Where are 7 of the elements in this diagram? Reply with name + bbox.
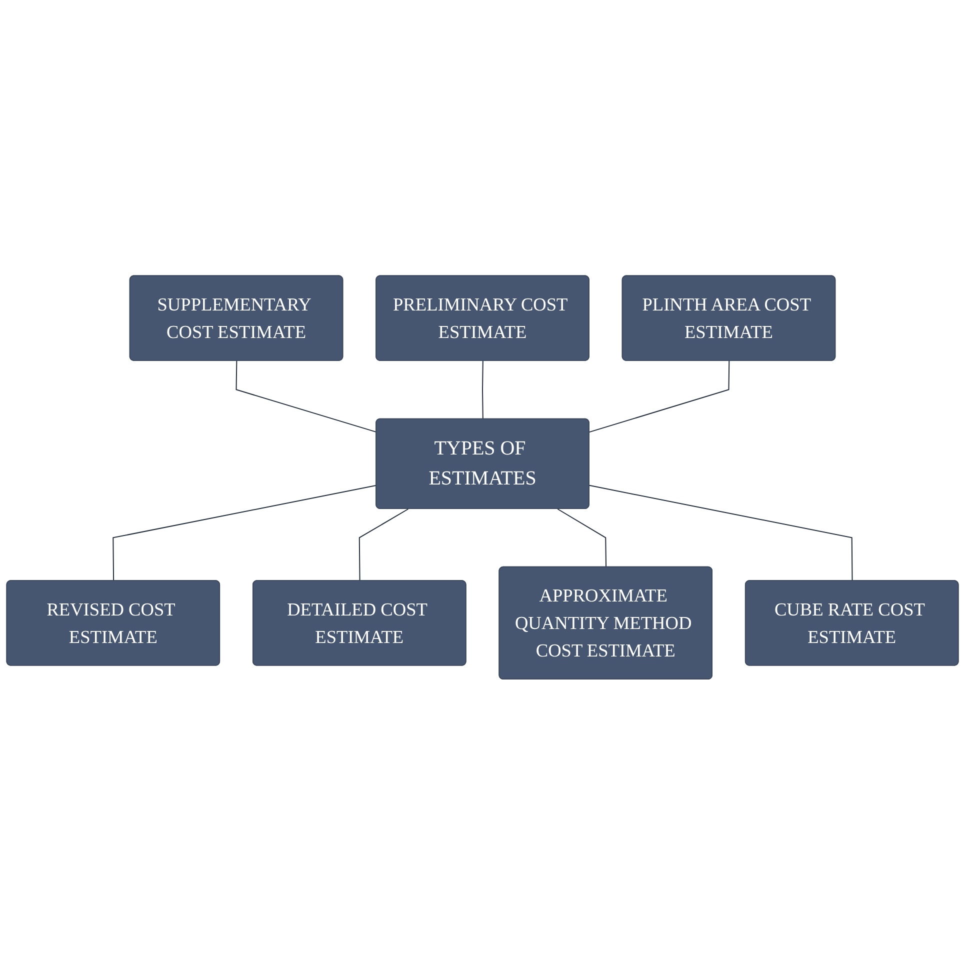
connector — [358, 508, 409, 582]
connector — [112, 485, 377, 582]
connector — [482, 360, 484, 420]
connector — [557, 508, 607, 568]
connector — [588, 360, 730, 433]
connector — [588, 485, 853, 582]
connector — [236, 360, 377, 433]
